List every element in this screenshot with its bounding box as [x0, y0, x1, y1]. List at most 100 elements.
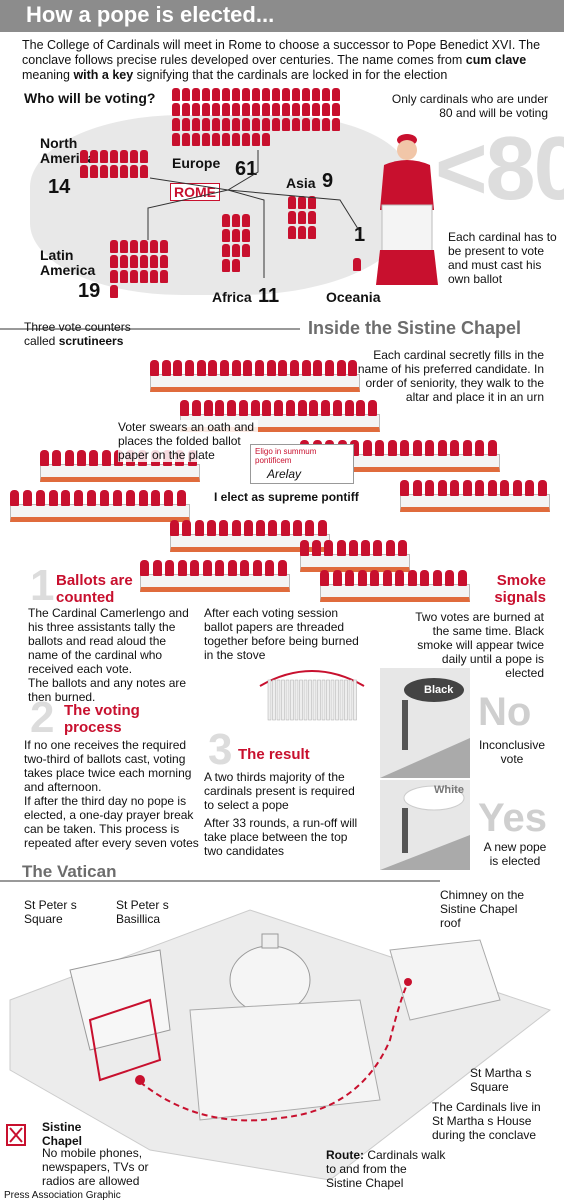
cardinal-figure	[302, 103, 310, 116]
seated-cardinal	[215, 560, 224, 576]
north-america-cardinals-grid	[80, 150, 150, 190]
region-europe-count: 61	[235, 158, 258, 180]
cardinal-figure	[308, 211, 316, 224]
cardinal-figure	[322, 88, 330, 101]
cardinal-figure	[90, 165, 98, 178]
step-1-number: 1	[30, 561, 55, 610]
cardinal-figure	[288, 196, 296, 209]
ballot-strip	[344, 679, 348, 721]
cardinal-figure	[232, 244, 240, 257]
cardinal-figure	[202, 88, 210, 101]
scrutineers-note: Three vote counters called scrutineers	[24, 320, 131, 348]
seated-cardinal	[100, 490, 109, 506]
cardinal-figure	[130, 255, 138, 268]
chapel-separator	[0, 328, 300, 330]
seated-cardinal	[412, 440, 422, 456]
cardinal-figure	[312, 118, 320, 131]
vatican-heading: The Vatican	[22, 862, 117, 881]
cardinal-figure	[353, 258, 361, 271]
seated-cardinal	[215, 400, 225, 416]
seated-cardinal	[297, 400, 307, 416]
cardinal-figure	[130, 165, 138, 178]
seated-cardinal	[437, 480, 447, 496]
cardinal-figure	[212, 118, 220, 131]
seated-cardinal	[387, 440, 397, 456]
cardinal-figure	[172, 103, 180, 116]
smoke-title: Smoke signals	[494, 572, 546, 606]
seated-cardinal	[336, 360, 346, 376]
cardinal-figure	[172, 133, 180, 146]
cardinal-figure	[292, 103, 300, 116]
cardinal-figure	[332, 118, 340, 131]
seated-cardinal	[74, 490, 84, 506]
under80-big: <80	[435, 119, 564, 219]
cardinal-figure	[242, 88, 250, 101]
ballot-strip	[267, 679, 272, 721]
bench	[300, 554, 410, 572]
ballot-strip	[294, 679, 299, 721]
seated-cardinal	[336, 540, 346, 556]
seated-cardinal	[170, 520, 179, 536]
seated-cardinal	[125, 490, 135, 506]
cardinal-figure	[90, 150, 98, 163]
cardinal-figure	[130, 240, 138, 253]
st-martha-square-label: St Martha s Square	[470, 1066, 532, 1094]
yes-big: Yes	[478, 796, 547, 840]
region-north-america-count: 14	[48, 176, 71, 198]
cardinal-figure	[160, 270, 168, 283]
region-asia-label: Asia	[286, 175, 316, 191]
white-label: White	[434, 784, 464, 796]
seated-cardinal	[348, 360, 358, 376]
bench	[400, 494, 550, 512]
seated-cardinal	[450, 480, 459, 496]
seated-cardinal	[240, 560, 249, 576]
seated-cardinal	[173, 360, 183, 376]
cardinal-figure	[262, 103, 270, 116]
sistine-chapel-note: No mobile phones, newspapers, TVs or rad…	[42, 1146, 149, 1188]
chimney-label: Chimney on the Sistine Chapel roof	[440, 888, 525, 930]
cardinal-figure	[140, 165, 148, 178]
cardinal-figure	[322, 103, 330, 116]
seated-cardinal	[362, 440, 372, 456]
seated-cardinal	[165, 560, 174, 576]
cardinal-figure	[172, 88, 180, 101]
step-2-title: The voting process	[64, 702, 140, 736]
africa-cardinals-grid	[222, 214, 252, 284]
cardinal-figure	[222, 103, 230, 116]
cardinal-figure	[172, 118, 180, 131]
seated-cardinal	[321, 400, 331, 416]
cardinal-figure	[272, 88, 280, 101]
route-note: Route: Cardinals walk to and from the Si…	[326, 1148, 446, 1190]
forbidden-x-icon	[6, 1124, 26, 1146]
ballot-strip	[276, 679, 281, 721]
seated-cardinal	[325, 360, 334, 376]
seated-cardinal	[412, 480, 422, 496]
cardinal-figure	[160, 255, 168, 268]
intro-line-2: conclave follows precise rules developed…	[22, 53, 527, 67]
cardinal-figure	[222, 118, 230, 131]
seated-cardinal	[370, 570, 379, 586]
cardinal-figure	[140, 240, 148, 253]
seated-cardinal	[324, 540, 334, 556]
region-oceania-count: 1	[354, 224, 366, 246]
seated-cardinal	[227, 400, 237, 416]
cardinal-figure	[312, 103, 320, 116]
seated-cardinal	[22, 490, 32, 506]
cardinal-figure	[298, 226, 306, 239]
seated-cardinal	[309, 400, 319, 416]
cardinal-figure	[288, 226, 296, 239]
cardinal-figure	[322, 118, 330, 131]
cardinal-figure	[232, 229, 240, 242]
seated-cardinal	[177, 560, 187, 576]
seated-cardinal	[206, 520, 216, 536]
seated-cardinal	[348, 540, 358, 556]
cardinal-figure	[140, 270, 148, 283]
seated-cardinal	[313, 360, 323, 376]
cardinal-figure	[222, 259, 230, 272]
region-latin-america-label: Latin America	[40, 247, 96, 278]
each-cardinal-note: Each cardinal has to be present to vote …	[448, 230, 557, 286]
seated-cardinal	[290, 360, 299, 376]
intro-line-3: meaning with a key signifying that the c…	[22, 68, 448, 82]
cum-clave: cum clave	[465, 53, 527, 67]
cardinal-figure	[282, 103, 290, 116]
